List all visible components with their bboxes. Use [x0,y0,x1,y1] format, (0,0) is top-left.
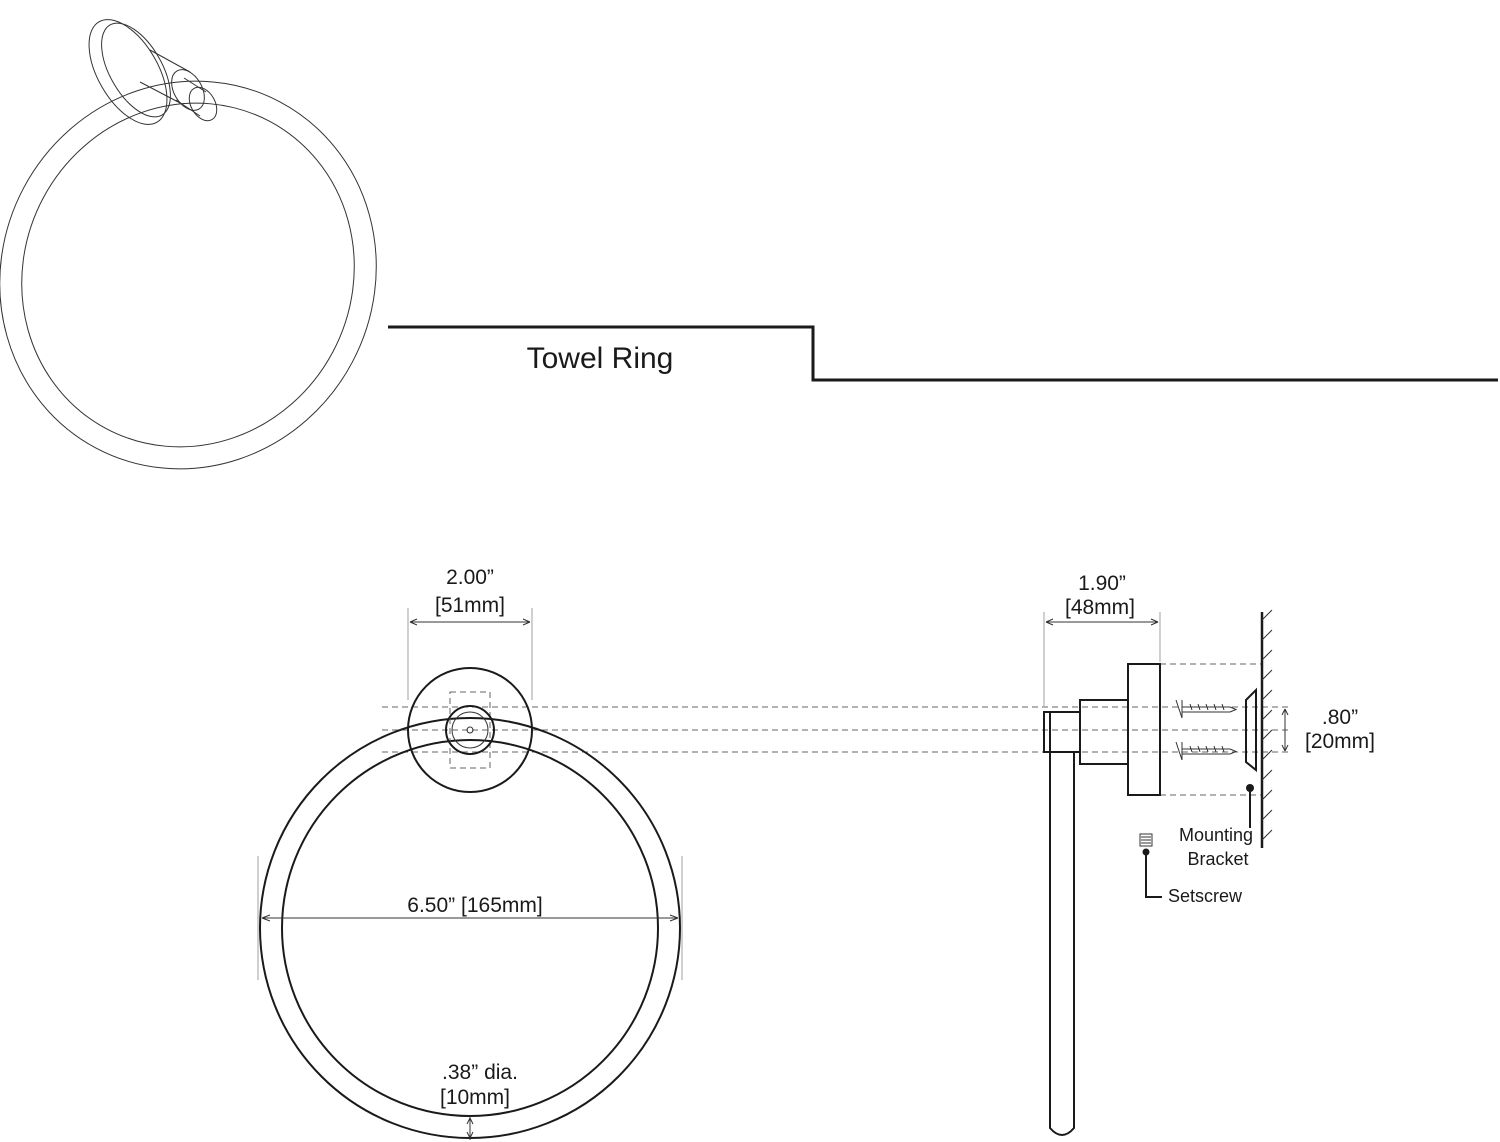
bracket-height-mm: [20mm] [1305,730,1375,753]
setscrew-label: Setscrew [1168,886,1243,906]
rod-diameter-mm: [10mm] [440,1086,510,1109]
ring-inner [281,739,659,1117]
drawing-title: Towel Ring [527,342,674,375]
wall-screws [1175,699,1238,761]
mounting-bracket-label-line1: Mounting [1179,825,1253,845]
mounting-bracket-label-line2: Bracket [1187,849,1248,869]
ring-rod-side [1049,712,1075,1136]
bracket-height-inches: .80” [1322,706,1358,729]
isometric-sketch [0,19,377,470]
side-view: 1.90” [48mm] .80” [20mm] Setscrew Mounti… [1043,572,1375,1136]
projection-inches: 1.90” [1078,572,1126,595]
front-view: 2.00” [51mm] 6.50” [165mm] .38” dia. [10… [257,566,683,1140]
flange-side [1127,663,1161,796]
projection-lines [382,663,1290,796]
title-block: Towel Ring [388,325,1498,382]
ring-diameter: 6.50” [165mm] [407,894,542,917]
projection-mm: [48mm] [1065,596,1135,619]
flange-width-inches: 2.00” [446,566,494,589]
mounting-bracket [1245,687,1257,773]
rod-diameter-inches: .38” dia. [442,1061,518,1084]
flange [407,667,533,793]
flange-width-mm: [51mm] [435,594,505,617]
